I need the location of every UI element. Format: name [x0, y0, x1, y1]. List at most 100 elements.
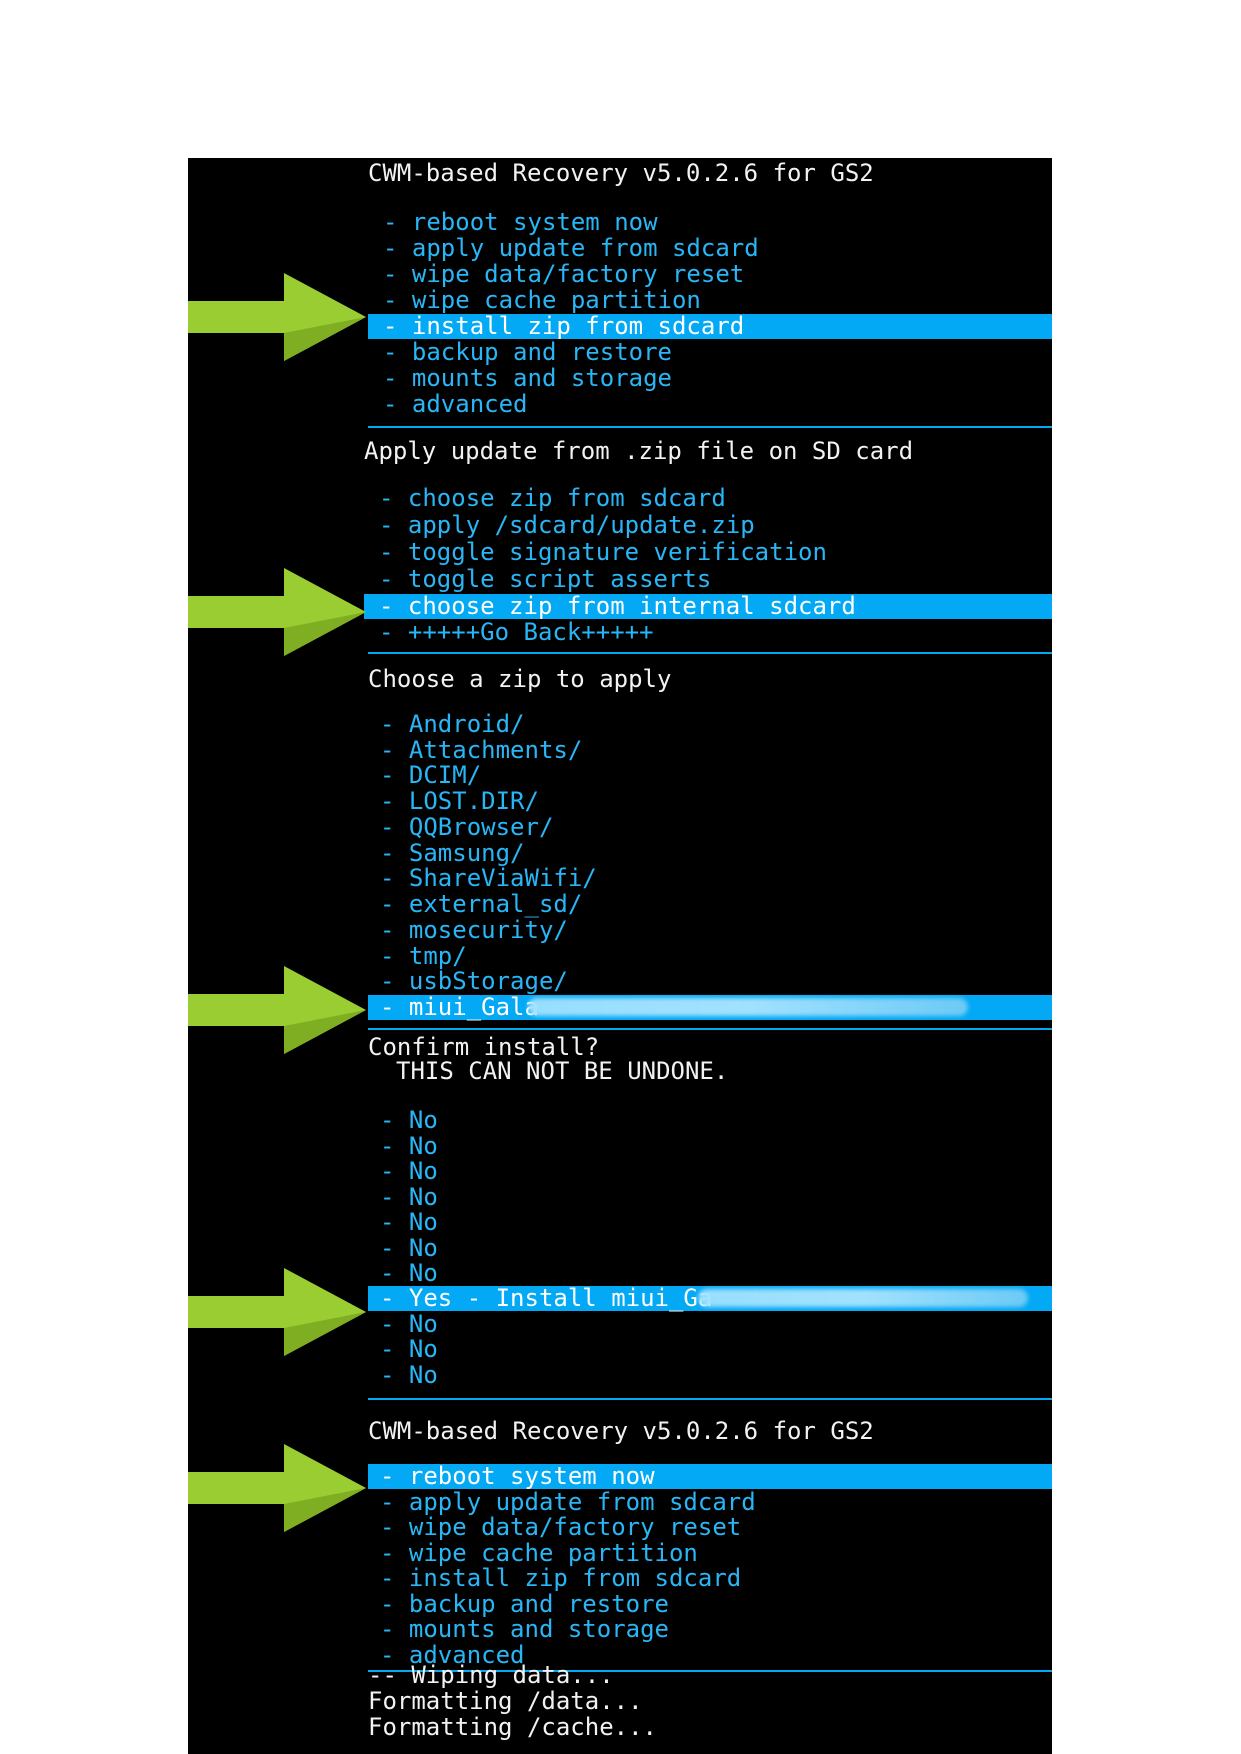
menu-item-apply-update[interactable]: - apply update from sdcard [188, 236, 1052, 261]
option-label: - No [380, 1183, 438, 1211]
file-item-label: - Android/ [380, 710, 525, 738]
file-item[interactable]: - DCIM/ [188, 763, 1052, 788]
option-no[interactable]: - No [188, 1108, 1052, 1133]
divider [368, 1398, 1052, 1400]
arrow-right-icon [188, 1268, 366, 1356]
option-yes-install[interactable]: - Yes - Install miui_Ga [368, 1286, 1052, 1311]
file-item[interactable]: - tmp/ [188, 944, 1052, 969]
option-no[interactable]: - No [188, 1312, 1052, 1337]
option-no[interactable]: - No [188, 1159, 1052, 1184]
divider [368, 1670, 1052, 1672]
redacted-filename [698, 1289, 1028, 1307]
option-label: - No [380, 1132, 438, 1160]
divider [368, 652, 1052, 654]
file-item-label: - miui_Gala [380, 993, 539, 1021]
choose-zip-title: Choose a zip to apply [368, 665, 672, 693]
option-label: - Yes - Install miui_Ga [380, 1284, 713, 1312]
divider [368, 1028, 1052, 1030]
menu-item-label: - +++++Go Back+++++ [379, 618, 654, 646]
menu-item-label: - toggle signature verification [379, 538, 827, 566]
menu-item-label: - reboot system now [383, 208, 658, 236]
menu-item-label: - toggle script asserts [379, 565, 712, 593]
redacted-filename [528, 998, 968, 1016]
file-item[interactable]: - Samsung/ [188, 841, 1052, 866]
option-no[interactable]: - No [188, 1134, 1052, 1159]
menu-item-toggle-asserts[interactable]: - toggle script asserts [188, 567, 1052, 592]
menu-item-label: - install zip from sdcard [380, 1564, 742, 1592]
menu-item-mounts[interactable]: - mounts and storage [188, 1617, 1052, 1642]
option-label: - No [380, 1234, 438, 1262]
option-no[interactable]: - No [188, 1210, 1052, 1235]
menu-item-choose-zip[interactable]: - choose zip from sdcard [188, 486, 1052, 511]
menu-item-advanced[interactable]: - advanced [188, 1643, 1052, 1668]
option-label: - No [380, 1157, 438, 1185]
confirm-warning: THIS CAN NOT BE UNDONE. [396, 1057, 729, 1085]
file-item[interactable]: - Attachments/ [188, 738, 1052, 763]
menu-item-advanced[interactable]: - advanced [188, 392, 1052, 417]
option-label: - No [380, 1335, 438, 1363]
menu-item-label: - mounts and storage [383, 364, 672, 392]
file-item-miui-zip[interactable]: - miui_Gala [368, 995, 1052, 1020]
file-item-label: - Samsung/ [380, 839, 525, 867]
menu-item-label: - wipe cache partition [380, 1539, 698, 1567]
file-item-label: - usbStorage/ [380, 967, 568, 995]
menu-item-apply-sdcard-update[interactable]: - apply /sdcard/update.zip [188, 513, 1052, 538]
option-label: - No [380, 1106, 438, 1134]
file-item[interactable]: - usbStorage/ [188, 969, 1052, 994]
menu-item-label: - backup and restore [380, 1590, 669, 1618]
menu-item-label: - wipe cache partition [383, 286, 701, 314]
file-item[interactable]: - QQBrowser/ [188, 815, 1052, 840]
menu-item-label: - wipe data/factory reset [383, 260, 745, 288]
option-no[interactable]: - No [188, 1236, 1052, 1261]
menu-item-label: - mounts and storage [380, 1615, 669, 1643]
arrow-right-icon [188, 966, 366, 1054]
menu-item-reboot[interactable]: - reboot system now [188, 210, 1052, 235]
file-item[interactable]: - ShareViaWifi/ [188, 866, 1052, 891]
option-no[interactable]: - No [188, 1337, 1052, 1362]
menu-item-label: - advanced [380, 1641, 525, 1669]
menu-item-go-back[interactable]: - +++++Go Back+++++ [188, 620, 1052, 645]
menu-item-install-zip[interactable]: - install zip from sdcard [368, 314, 1052, 339]
menu-item-wipe-cache[interactable]: - wipe cache partition [188, 288, 1052, 313]
menu-item-choose-internal[interactable]: - choose zip from internal sdcard [364, 594, 1052, 619]
option-no[interactable]: - No [188, 1261, 1052, 1286]
log-line: -- Wiping data... [368, 1661, 614, 1689]
menu-item-wipe-data[interactable]: - wipe data/factory reset [188, 262, 1052, 287]
option-no[interactable]: - No [188, 1363, 1052, 1388]
menu-item-wipe-cache[interactable]: - wipe cache partition [188, 1541, 1052, 1566]
file-item-label: - Attachments/ [380, 736, 583, 764]
menu-item-label: - advanced [383, 390, 528, 418]
apply-update-title: Apply update from .zip file on SD card [364, 437, 914, 465]
menu-item-label: - choose zip from sdcard [379, 484, 726, 512]
file-item-label: - external_sd/ [380, 890, 583, 918]
arrow-right-icon [188, 568, 366, 656]
option-no[interactable]: - No [188, 1185, 1052, 1210]
file-item-label: - mosecurity/ [380, 916, 568, 944]
menu-item-label: - wipe data/factory reset [380, 1513, 742, 1541]
menu-item-mounts[interactable]: - mounts and storage [188, 366, 1052, 391]
file-item[interactable]: - Android/ [188, 712, 1052, 737]
menu-item-wipe-data[interactable]: - wipe data/factory reset [188, 1515, 1052, 1540]
option-label: - No [380, 1310, 438, 1338]
menu-item-label: - apply update from sdcard [383, 234, 759, 262]
menu-item-label: - reboot system now [380, 1462, 655, 1490]
file-item-label: - LOST.DIR/ [380, 787, 539, 815]
menu-item-label: - apply update from sdcard [380, 1488, 756, 1516]
menu-item-apply-update[interactable]: - apply update from sdcard [188, 1490, 1052, 1515]
menu-item-label: - backup and restore [383, 338, 672, 366]
file-item[interactable]: - mosecurity/ [188, 918, 1052, 943]
arrow-right-icon [188, 273, 366, 361]
file-item[interactable]: - external_sd/ [188, 892, 1052, 917]
menu-item-backup[interactable]: - backup and restore [188, 1592, 1052, 1617]
menu-item-reboot[interactable]: - reboot system now [368, 1464, 1052, 1489]
option-label: - No [380, 1259, 438, 1287]
file-item-label: - ShareViaWifi/ [380, 864, 597, 892]
recovery-title: CWM-based Recovery v5.0.2.6 for GS2 [368, 1417, 874, 1445]
file-item-label: - DCIM/ [380, 761, 482, 789]
menu-item-install-zip[interactable]: - install zip from sdcard [188, 1566, 1052, 1591]
menu-item-backup[interactable]: - backup and restore [188, 340, 1052, 365]
log-line: Formatting /cache... [368, 1713, 657, 1741]
file-item[interactable]: - LOST.DIR/ [188, 789, 1052, 814]
menu-item-toggle-signature[interactable]: - toggle signature verification [188, 540, 1052, 565]
arrow-right-icon [188, 1444, 366, 1532]
